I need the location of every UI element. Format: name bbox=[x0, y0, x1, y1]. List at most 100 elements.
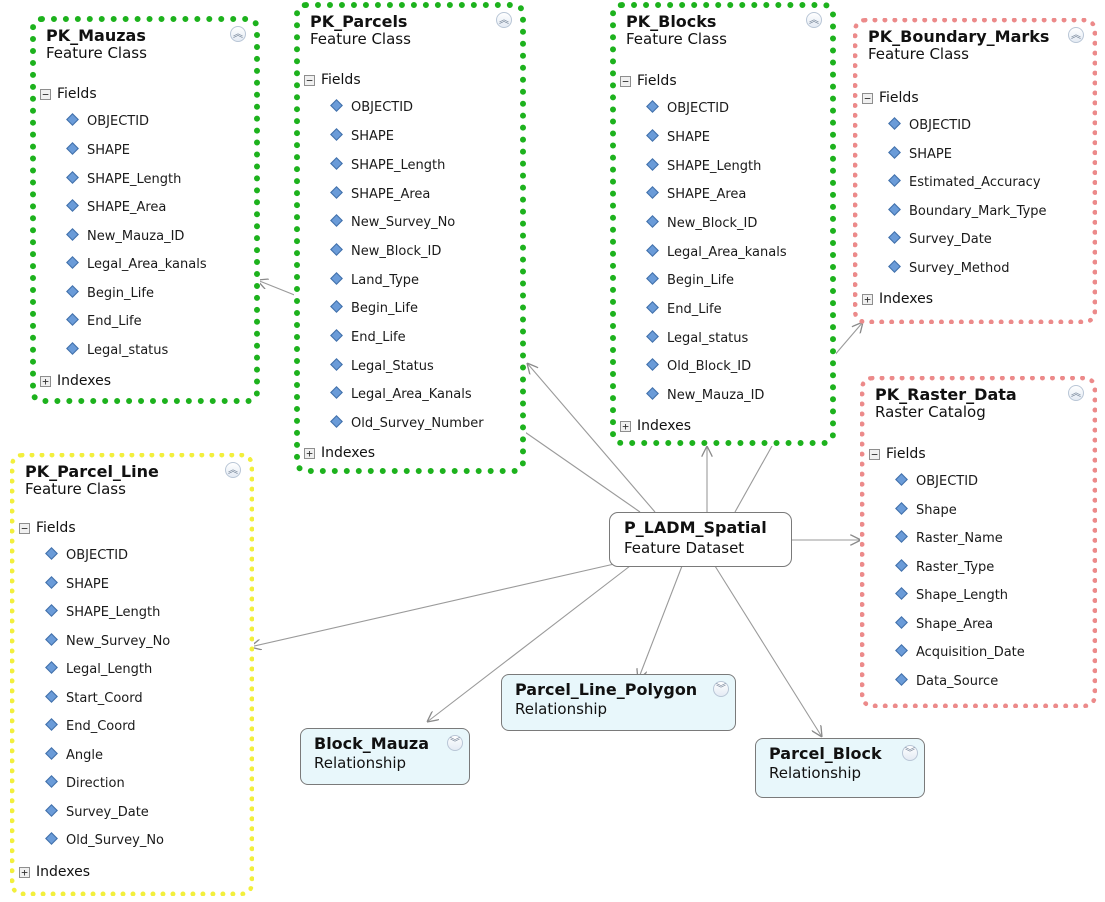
plus-box-icon[interactable]: + bbox=[19, 866, 30, 878]
double-chevron-up-icon[interactable]: ︽ bbox=[806, 12, 822, 28]
field-item[interactable]: End_Life bbox=[330, 329, 406, 347]
field-item[interactable]: Estimated_Accuracy bbox=[888, 174, 1041, 192]
field-item[interactable]: OBJECTID bbox=[66, 113, 149, 131]
minus-box-icon[interactable]: − bbox=[40, 88, 51, 100]
relationship-parcel-block[interactable]: Parcel_Block Relationship ︾ bbox=[755, 738, 925, 798]
field-item[interactable]: New_Survey_No bbox=[45, 633, 170, 651]
field-item[interactable]: Survey_Method bbox=[888, 260, 1009, 278]
indexes-section[interactable]: +Indexes bbox=[19, 863, 90, 881]
field-item[interactable]: Boundary_Mark_Type bbox=[888, 203, 1047, 221]
double-chevron-down-icon[interactable]: ︾ bbox=[902, 745, 918, 761]
field-item[interactable]: New_Mauza_ID bbox=[66, 228, 184, 246]
fields-section[interactable]: −Fields bbox=[620, 72, 677, 90]
feature-dataset-node[interactable]: P_LADM_Spatial Feature Dataset bbox=[609, 512, 792, 567]
field-item[interactable]: Begin_Life bbox=[66, 285, 154, 303]
field-item[interactable]: Start_Coord bbox=[45, 690, 143, 708]
field-item[interactable]: Shape_Area bbox=[895, 616, 993, 634]
field-item[interactable]: Raster_Name bbox=[895, 530, 1003, 548]
indexes-section[interactable]: +Indexes bbox=[40, 372, 111, 390]
field-item[interactable]: Legal_Area_kanals bbox=[66, 256, 207, 274]
field-item[interactable]: Legal_Area_kanals bbox=[646, 244, 787, 262]
field-item[interactable]: Begin_Life bbox=[646, 272, 734, 290]
relationship-parcel-line-polygon[interactable]: Parcel_Line_Polygon Relationship ︾ bbox=[501, 674, 736, 731]
field-item[interactable]: SHAPE_Length bbox=[646, 158, 761, 176]
fields-section[interactable]: −Fields bbox=[19, 519, 76, 537]
field-item[interactable]: Old_Survey_No bbox=[45, 832, 164, 850]
pk-parcel-line-class[interactable]: PK_Parcel_Line Feature Class ︽ −Fields O… bbox=[10, 453, 254, 896]
minus-box-icon[interactable]: − bbox=[304, 74, 315, 86]
double-chevron-up-icon[interactable]: ︽ bbox=[496, 12, 512, 28]
field-item[interactable]: Old_Block_ID bbox=[646, 358, 751, 376]
field-item[interactable]: Old_Survey_Number bbox=[330, 415, 484, 433]
fields-section[interactable]: −Fields bbox=[304, 71, 361, 89]
field-item[interactable]: Shape_Length bbox=[895, 587, 1008, 605]
plus-box-icon[interactable]: + bbox=[862, 293, 873, 305]
field-item[interactable]: Direction bbox=[45, 775, 125, 793]
field-item[interactable]: SHAPE_Length bbox=[330, 157, 445, 175]
field-item[interactable]: Legal_status bbox=[646, 330, 748, 348]
pk-mauzas-class[interactable]: PK_Mauzas Feature Class ︽ −Fields OBJECT… bbox=[30, 16, 260, 404]
field-item[interactable]: Shape bbox=[895, 502, 957, 520]
field-item[interactable]: End_Coord bbox=[45, 718, 136, 736]
field-item[interactable]: New_Block_ID bbox=[646, 215, 757, 233]
field-item[interactable]: Begin_Life bbox=[330, 300, 418, 318]
field-item[interactable]: Survey_Date bbox=[45, 804, 149, 822]
field-item[interactable]: OBJECTID bbox=[330, 99, 413, 117]
field-item[interactable]: SHAPE bbox=[888, 146, 952, 164]
plus-box-icon[interactable]: + bbox=[620, 420, 631, 432]
double-chevron-down-icon[interactable]: ︾ bbox=[447, 735, 463, 751]
pk-raster-data-class[interactable]: PK_Raster_Data Raster Catalog ︽ −Fields … bbox=[860, 376, 1097, 708]
field-item[interactable]: Raster_Type bbox=[895, 559, 994, 577]
minus-box-icon[interactable]: − bbox=[620, 75, 631, 87]
fields-section[interactable]: −Fields bbox=[40, 85, 97, 103]
field-item[interactable]: Angle bbox=[45, 747, 103, 765]
field-item[interactable]: New_Block_ID bbox=[330, 243, 441, 261]
relationship-block-mauza[interactable]: Block_Mauza Relationship ︾ bbox=[300, 728, 470, 785]
field-item[interactable]: Land_Type bbox=[330, 272, 419, 290]
field-item[interactable]: SHAPE bbox=[646, 129, 710, 147]
minus-box-icon[interactable]: − bbox=[19, 522, 30, 534]
field-item[interactable]: OBJECTID bbox=[895, 473, 978, 491]
field-item[interactable]: SHAPE_Area bbox=[646, 186, 746, 204]
plus-box-icon[interactable]: + bbox=[304, 447, 315, 459]
double-chevron-up-icon[interactable]: ︽ bbox=[225, 462, 241, 478]
field-item[interactable]: Legal_Area_Kanals bbox=[330, 386, 472, 404]
indexes-section[interactable]: +Indexes bbox=[304, 444, 375, 462]
field-item[interactable]: SHAPE_Length bbox=[45, 604, 160, 622]
field-item[interactable]: OBJECTID bbox=[646, 100, 729, 118]
double-chevron-up-icon[interactable]: ︽ bbox=[1068, 385, 1084, 401]
field-item[interactable]: SHAPE bbox=[330, 128, 394, 146]
field-item[interactable]: Legal_Length bbox=[45, 661, 152, 679]
field-item[interactable]: SHAPE bbox=[45, 576, 109, 594]
field-item[interactable]: Legal_Status bbox=[330, 358, 434, 376]
double-chevron-up-icon[interactable]: ︽ bbox=[1068, 27, 1084, 43]
field-item[interactable]: SHAPE_Length bbox=[66, 171, 181, 189]
field-item[interactable]: Survey_Date bbox=[888, 231, 992, 249]
field-item[interactable]: New_Mauza_ID bbox=[646, 387, 764, 405]
fields-section[interactable]: −Fields bbox=[869, 445, 926, 463]
minus-box-icon[interactable]: − bbox=[869, 448, 880, 460]
field-item[interactable]: SHAPE_Area bbox=[66, 199, 166, 217]
field-diamond-icon bbox=[330, 329, 343, 342]
minus-box-icon[interactable]: − bbox=[862, 92, 873, 104]
plus-box-icon[interactable]: + bbox=[40, 375, 51, 387]
field-item[interactable]: Acquisition_Date bbox=[895, 644, 1025, 662]
field-item[interactable]: OBJECTID bbox=[45, 547, 128, 565]
double-chevron-down-icon[interactable]: ︾ bbox=[713, 681, 729, 697]
fields-section[interactable]: −Fields bbox=[862, 89, 919, 107]
field-item[interactable]: SHAPE_Area bbox=[330, 186, 430, 204]
field-item[interactable]: Data_Source bbox=[895, 673, 998, 691]
field-diamond-icon bbox=[646, 158, 659, 171]
indexes-section[interactable]: +Indexes bbox=[862, 290, 933, 308]
field-item[interactable]: Legal_status bbox=[66, 342, 168, 360]
field-item[interactable]: OBJECTID bbox=[888, 117, 971, 135]
double-chevron-up-icon[interactable]: ︽ bbox=[230, 26, 246, 42]
indexes-section[interactable]: +Indexes bbox=[620, 417, 691, 435]
field-item[interactable]: End_Life bbox=[66, 313, 142, 331]
field-item[interactable]: New_Survey_No bbox=[330, 214, 455, 232]
pk-parcels-class[interactable]: PK_Parcels Feature Class ︽ −Fields OBJEC… bbox=[294, 2, 526, 474]
field-item[interactable]: SHAPE bbox=[66, 142, 130, 160]
field-item[interactable]: End_Life bbox=[646, 301, 722, 319]
pk-blocks-class[interactable]: PK_Blocks Feature Class ︽ −Fields OBJECT… bbox=[610, 2, 836, 446]
pk-boundary-marks-class[interactable]: PK_Boundary_Marks Feature Class ︽ −Field… bbox=[853, 18, 1097, 324]
